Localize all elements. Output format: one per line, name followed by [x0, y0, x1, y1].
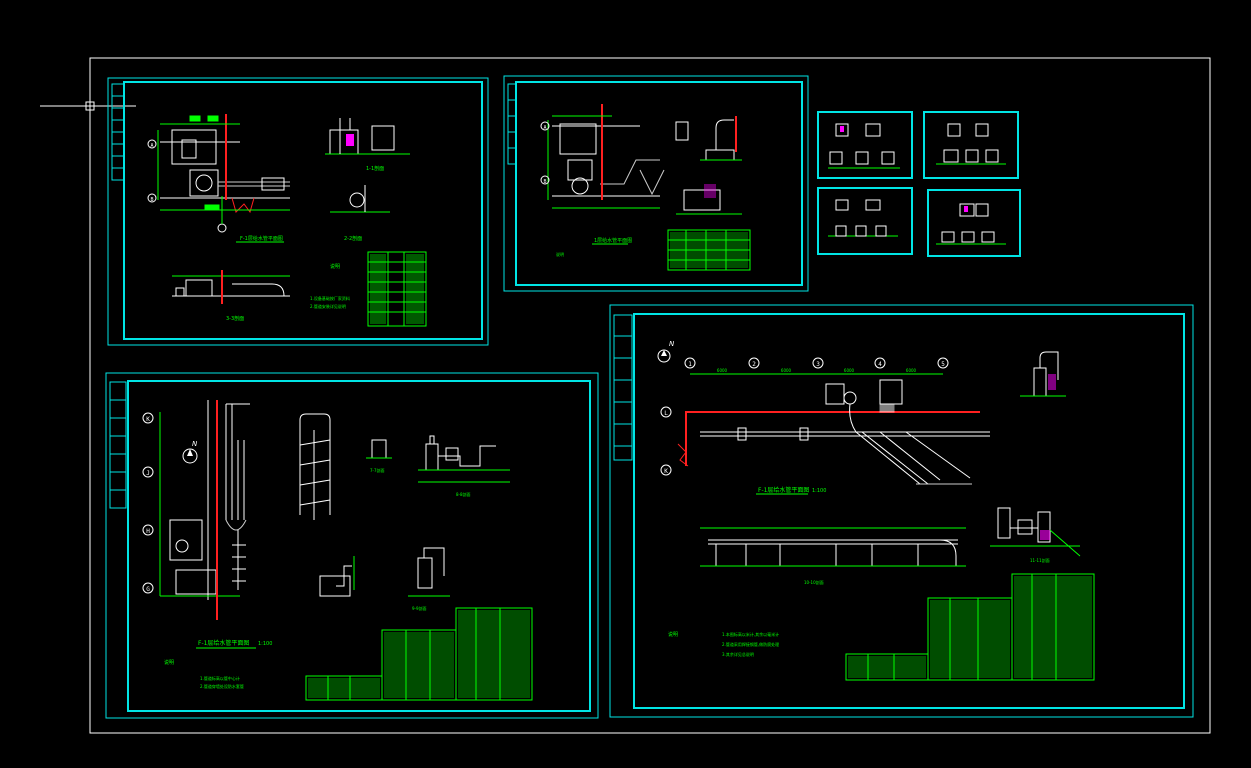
section-title: 8-8剖面 — [456, 491, 471, 497]
red-pipe-break — [677, 443, 689, 467]
axis-label: K — [146, 416, 150, 423]
note-line: 1.本图标高以米计,其余以毫米计 — [722, 631, 779, 637]
axis-label: B — [150, 197, 153, 203]
note-line: 2.管道穿墙处设防水套管 — [200, 683, 244, 689]
red-pipe — [685, 411, 980, 466]
axis-label: A — [150, 143, 153, 149]
section-title: 11-11剖面 — [1030, 557, 1050, 563]
section-view — [366, 439, 392, 459]
material-table — [845, 573, 1095, 681]
section-view — [330, 185, 390, 213]
section-title: 7-7剖面 — [370, 467, 385, 473]
axis-bubbles — [660, 357, 949, 476]
sheet-small-4[interactable] — [927, 189, 1021, 257]
plan-view — [160, 400, 250, 600]
notes-heading: 说明 — [668, 631, 678, 638]
section-view — [319, 547, 450, 597]
note-line: 2.管道安装详见说明 — [310, 303, 346, 309]
dimension-value: 6000 — [844, 368, 855, 373]
sheet-bottom-right[interactable]: N 1 2 3 4 5 L K 6000 6000 6000 6000 — [609, 304, 1194, 718]
riser-diagram — [299, 413, 331, 520]
section-title: 3-3剖面 — [226, 315, 244, 322]
section-title: 2-2剖面 — [344, 235, 362, 242]
axis-label: L — [664, 410, 668, 417]
plan-scale: 1:100 — [812, 488, 826, 494]
note-line: 1.管道标高以管中心计 — [200, 675, 240, 681]
axis-bubbles — [540, 121, 550, 185]
notes-heading: 说明 — [164, 659, 174, 666]
notes-heading: 说明 — [330, 263, 340, 270]
axis-label: 3 — [816, 361, 820, 368]
axis-label: J — [146, 470, 150, 477]
sheet-small-2[interactable] — [923, 111, 1019, 179]
section-view — [325, 118, 410, 155]
notes-heading: 说明 — [556, 251, 564, 257]
title-strip — [613, 314, 633, 461]
title-strip — [507, 83, 517, 165]
north-arrow-icon — [657, 349, 671, 363]
sheet-small-3[interactable] — [817, 187, 913, 255]
plan-title: F-1层给水管平面图 — [198, 639, 249, 647]
axis-label: G — [146, 586, 150, 593]
equipment-table — [367, 251, 427, 327]
axis-label: K — [664, 468, 668, 475]
axis-label: 4 — [878, 361, 882, 368]
note-line: 2.管道采用焊接钢管,做防腐处理 — [722, 641, 779, 647]
equipment-table — [667, 229, 751, 271]
plan-view — [700, 379, 990, 485]
plan-scale: 1:100 — [258, 641, 272, 647]
sheet-small-1[interactable] — [817, 111, 913, 179]
pump-section — [418, 435, 510, 483]
dimension-value: 6000 — [906, 368, 917, 373]
axis-label: 2 — [752, 361, 756, 368]
section-title: 10-10剖面 — [804, 579, 824, 585]
section-view — [1020, 351, 1066, 397]
sheet-top-left[interactable]: A B F-1层给水管平面图 1-1剖面 2-2剖面 — [107, 77, 489, 346]
axis-label: B — [543, 179, 546, 185]
note-line: 1.设备基础按厂家资料 — [310, 295, 350, 301]
sheet-bottom-left[interactable]: K J H G N — [105, 372, 599, 719]
dimension-value: 6000 — [781, 368, 792, 373]
axis-label: 5 — [941, 361, 945, 368]
elevation-view — [172, 275, 290, 297]
material-table — [305, 607, 533, 701]
section-view — [675, 119, 742, 215]
plan-title: F-1层给水管平面图 — [240, 235, 283, 242]
axis-label: 1 — [688, 361, 692, 368]
north-arrow-icon — [182, 448, 198, 464]
title-strip — [111, 83, 125, 181]
crosshair-cursor-icon — [40, 58, 136, 155]
outer-frame — [89, 57, 1211, 734]
north-label: N — [192, 440, 198, 448]
axis-label: A — [543, 125, 546, 131]
dimension-value: 6000 — [717, 368, 728, 373]
detail-sketch — [936, 123, 1006, 165]
section-title: 1-1剖面 — [366, 165, 384, 172]
axis-bubbles — [147, 139, 157, 203]
sheet-top-center[interactable]: A B 1层给水管平面图 — [503, 75, 809, 292]
detail-sketch — [828, 199, 898, 237]
title-strip — [109, 381, 127, 509]
detail-sketch — [936, 203, 1006, 245]
plan-title: F-1层给水管平面图 — [758, 486, 809, 494]
plan-title: 1层给水管平面图 — [594, 237, 632, 244]
detail-sketch — [828, 123, 900, 169]
pump-section — [990, 507, 1081, 557]
axis-bubbles — [142, 412, 154, 594]
dimension-lines — [157, 115, 290, 211]
plan-view — [552, 123, 665, 197]
note-line: 3.其余详见总说明 — [722, 651, 754, 657]
elevation-view — [700, 527, 966, 567]
dimension-lines — [547, 115, 660, 209]
north-label: N — [669, 340, 675, 348]
axis-label: H — [146, 528, 150, 535]
section-title: 9-9剖面 — [412, 605, 427, 611]
